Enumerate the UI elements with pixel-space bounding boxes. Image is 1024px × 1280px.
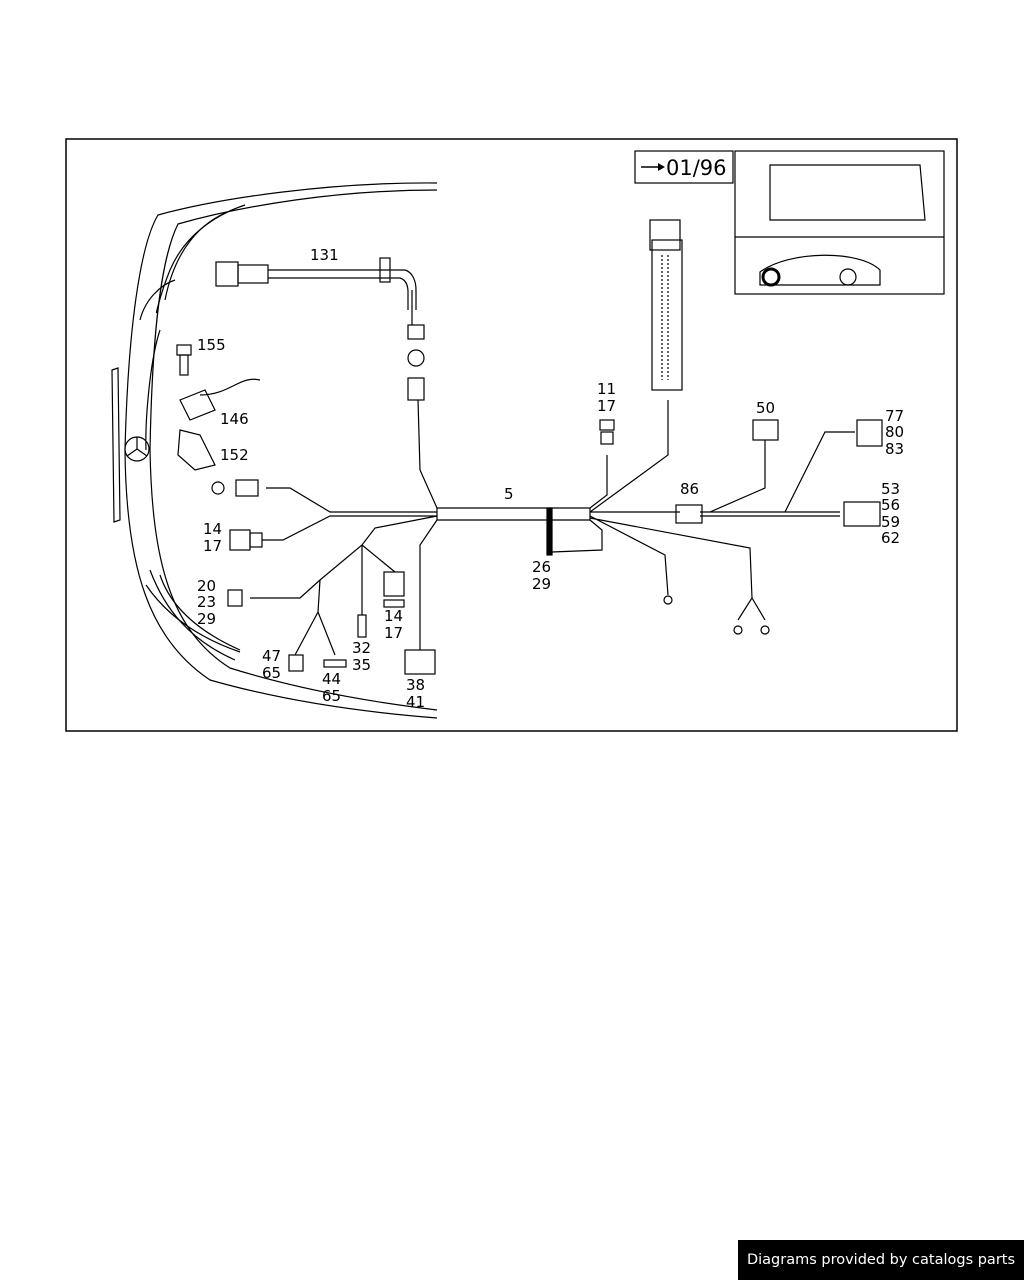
callout-65b: 65	[322, 687, 341, 705]
right-connectors	[599, 419, 883, 635]
callout-14b: 14	[384, 607, 403, 625]
callout-50: 50	[756, 399, 775, 417]
harness-left-branches	[250, 290, 438, 656]
callout-131: 131	[310, 246, 339, 264]
control-unit-module	[649, 219, 683, 391]
callout-80: 80	[885, 423, 904, 441]
callout-146: 146	[220, 410, 249, 428]
callout-56: 56	[881, 496, 900, 514]
harness-trunk	[436, 507, 591, 556]
callout-17b: 17	[384, 624, 403, 642]
diagram-frame	[65, 138, 958, 732]
callout-86: 86	[680, 480, 699, 498]
date-code-label: 01/96	[666, 156, 727, 180]
date-code-box: 01/96	[634, 150, 734, 184]
callout-152: 152	[220, 446, 249, 464]
bracket-152-icon	[177, 429, 216, 471]
left-connectors	[211, 479, 436, 675]
callout-59: 59	[881, 513, 900, 531]
callout-35: 35	[352, 656, 371, 674]
callout-41: 41	[406, 693, 425, 711]
callout-47: 47	[262, 647, 281, 665]
callout-5: 5	[504, 485, 514, 503]
callout-83: 83	[885, 440, 904, 458]
callout-65a: 65	[262, 664, 281, 682]
callout-20: 20	[197, 577, 216, 595]
callout-62: 62	[881, 529, 900, 547]
callout-23: 23	[197, 593, 216, 611]
sensor-146-icon	[179, 378, 261, 421]
callout-26: 26	[532, 558, 551, 576]
callout-155: 155	[197, 336, 226, 354]
callout-29b: 29	[532, 575, 551, 593]
harness-right-branches	[551, 400, 855, 621]
footer-credit: Diagrams provided by catalogs parts	[738, 1240, 1024, 1280]
star-emblem-icon	[124, 436, 150, 462]
callout-17c: 17	[597, 397, 616, 415]
callout-32: 32	[352, 639, 371, 657]
callout-labels: 131 155 146 152 14 17 20 23 29 47 65 44 …	[197, 246, 904, 711]
callout-53: 53	[881, 480, 900, 498]
callout-38: 38	[406, 676, 425, 694]
bolt-155-icon	[176, 344, 192, 376]
callout-17a: 17	[203, 537, 222, 555]
callout-11: 11	[597, 380, 616, 398]
callout-14a: 14	[203, 520, 222, 538]
connector-131	[215, 257, 425, 401]
callout-29a: 29	[197, 610, 216, 628]
vehicle-location-inset	[734, 150, 945, 295]
callout-77: 77	[885, 407, 904, 425]
callout-44: 44	[322, 670, 341, 688]
